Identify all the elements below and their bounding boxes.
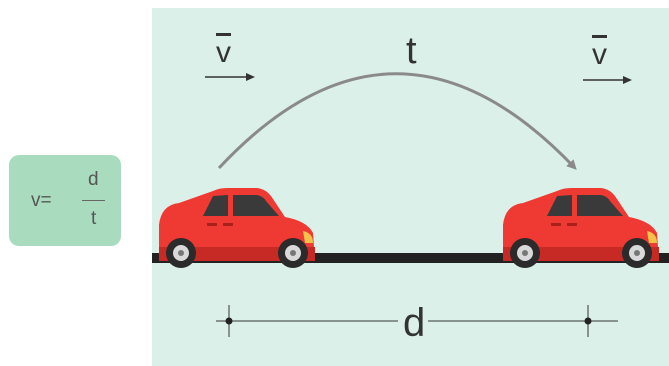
time-label: t [406, 30, 417, 73]
velocity-label-left: v [216, 36, 231, 70]
distance-point-right [585, 318, 592, 325]
distance-label: d [403, 300, 425, 346]
car-end [503, 188, 659, 268]
distance-point-left [226, 318, 233, 325]
car-start [159, 188, 315, 268]
time-arc [219, 74, 574, 168]
velocity-label-right: v [592, 38, 607, 72]
